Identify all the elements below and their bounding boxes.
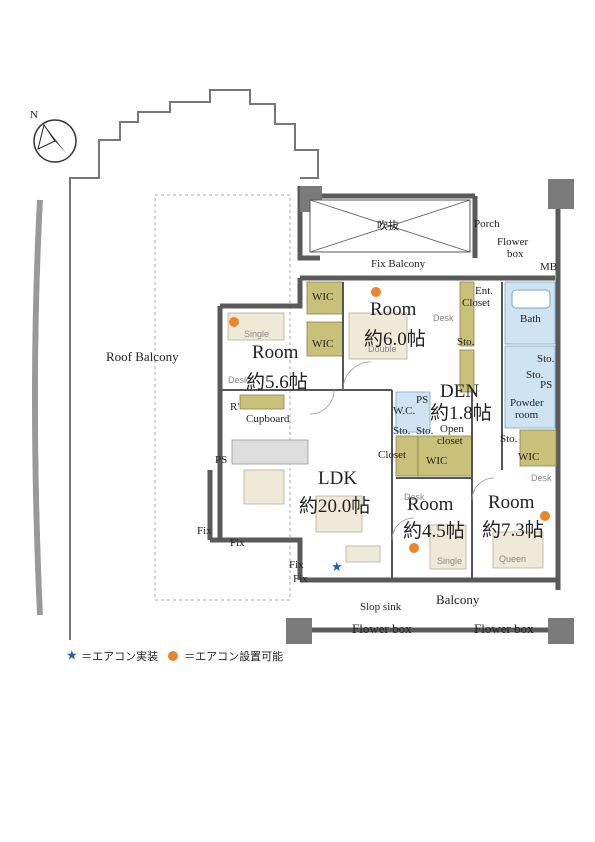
fix-label-2: Fix <box>230 537 245 549</box>
porch-label: Porch <box>474 218 500 230</box>
furniture <box>227 312 544 570</box>
fix-label-4: Fix <box>293 573 308 585</box>
room-label-6: Room <box>370 299 417 320</box>
fix-balcony-label: Fix Balcony <box>371 258 426 270</box>
bed-double-label: Double <box>368 344 397 354</box>
desk-label-1: Desk <box>433 313 454 323</box>
sto-label-4: Sto. <box>500 433 518 445</box>
den-size: 約1.8帖 <box>430 402 492 424</box>
slop-sink-label: Slop sink <box>360 601 402 613</box>
balcony-label: Balcony <box>436 592 480 607</box>
bath-label: Bath <box>520 313 541 325</box>
sto-label-3: Sto. <box>526 369 544 381</box>
room-size-73: 約7.3帖 <box>482 519 544 541</box>
room-label-73: Room <box>488 492 535 513</box>
star-icon: ★ <box>66 648 78 664</box>
room-size-45: 約4.5帖 <box>403 520 465 542</box>
mb-label: MB <box>540 261 557 273</box>
room-size-56: 約5.6帖 <box>246 371 308 393</box>
fix-label-3: Fix <box>289 559 304 571</box>
closet-label: Closet <box>378 449 406 461</box>
wic-label-1: WIC <box>312 291 333 303</box>
legend-possible: ＝エアコン設置可能 <box>184 650 284 663</box>
wic-label-4: WIC <box>426 455 447 467</box>
powder-label: Powder <box>510 397 544 409</box>
desk-label-2: Desk <box>228 375 249 385</box>
aircon-markers: ★ <box>229 287 550 575</box>
aircon-installed-icon: ★ <box>331 560 343 575</box>
open-closet-label: Open <box>440 423 464 435</box>
flower-box-label-bottom-2: Flower box <box>474 621 534 636</box>
desk-label-4: Desk <box>404 492 425 502</box>
room-size-6: 約6.0帖 <box>364 328 426 350</box>
fukinuke-label: 吹抜 <box>377 218 399 232</box>
storage-areas <box>239 281 557 477</box>
partitions <box>222 282 503 580</box>
sto-label-1: Sto. <box>457 336 475 348</box>
ldk-size: 約20.0帖 <box>299 495 370 517</box>
ent-closet-label-2: Closet <box>462 297 490 309</box>
north-compass-icon: N <box>30 109 77 163</box>
wc-label: W.C. <box>393 405 415 417</box>
bed-single-label: Single <box>244 329 269 339</box>
legend: ★ ＝エアコン実装 ＝エアコン設置可能 <box>66 648 283 664</box>
roof-balcony-outline <box>69 89 319 640</box>
sto-label-2: Sto. <box>537 353 555 365</box>
north-label: N <box>30 109 38 121</box>
sto-label-6: Sto. <box>416 425 434 437</box>
flower-box-label: Flower <box>497 236 529 248</box>
flower-box-label-bottom-1: Flower box <box>352 621 412 636</box>
room-label-56: Room <box>252 342 299 363</box>
ent-closet-label: Ent. <box>475 285 493 297</box>
ldk-label: LDK <box>318 468 357 489</box>
open-closet-label-2: closet <box>437 435 463 447</box>
roof-balcony-label: Roof Balcony <box>106 349 179 364</box>
sto-label-5: Sto. <box>393 425 411 437</box>
aircon-possible-icon <box>540 511 550 521</box>
bed-single-label-2: Single <box>437 556 462 566</box>
walls <box>207 186 561 633</box>
legend-installed: ＝エアコン実装 <box>81 650 159 663</box>
column <box>548 179 574 209</box>
cupboard-label: Cupboard <box>246 413 290 425</box>
dot-icon <box>167 651 178 661</box>
aircon-possible-icon <box>371 287 381 297</box>
aircon-possible-icon <box>229 317 239 327</box>
door-swings <box>309 361 495 541</box>
wic-label-3: WIC <box>518 451 539 463</box>
fix-label-1: Fix <box>197 525 212 537</box>
ps-label-2: PS <box>416 394 428 406</box>
ps-label-3: PS <box>215 454 227 466</box>
bed-queen-label: Queen <box>499 554 526 564</box>
aircon-possible-icon <box>409 543 419 553</box>
column <box>548 618 574 644</box>
r-label: R' <box>230 401 239 413</box>
column <box>286 618 312 644</box>
wic-label-2: WIC <box>312 338 333 350</box>
room-label-45: Room <box>407 494 454 515</box>
desk-label-3: Desk <box>531 473 552 483</box>
ps-label-1: PS <box>540 379 552 391</box>
flower-box-label-2: box <box>507 248 524 260</box>
den-label: DEN <box>440 381 479 402</box>
powder-label-2: room <box>515 409 539 421</box>
